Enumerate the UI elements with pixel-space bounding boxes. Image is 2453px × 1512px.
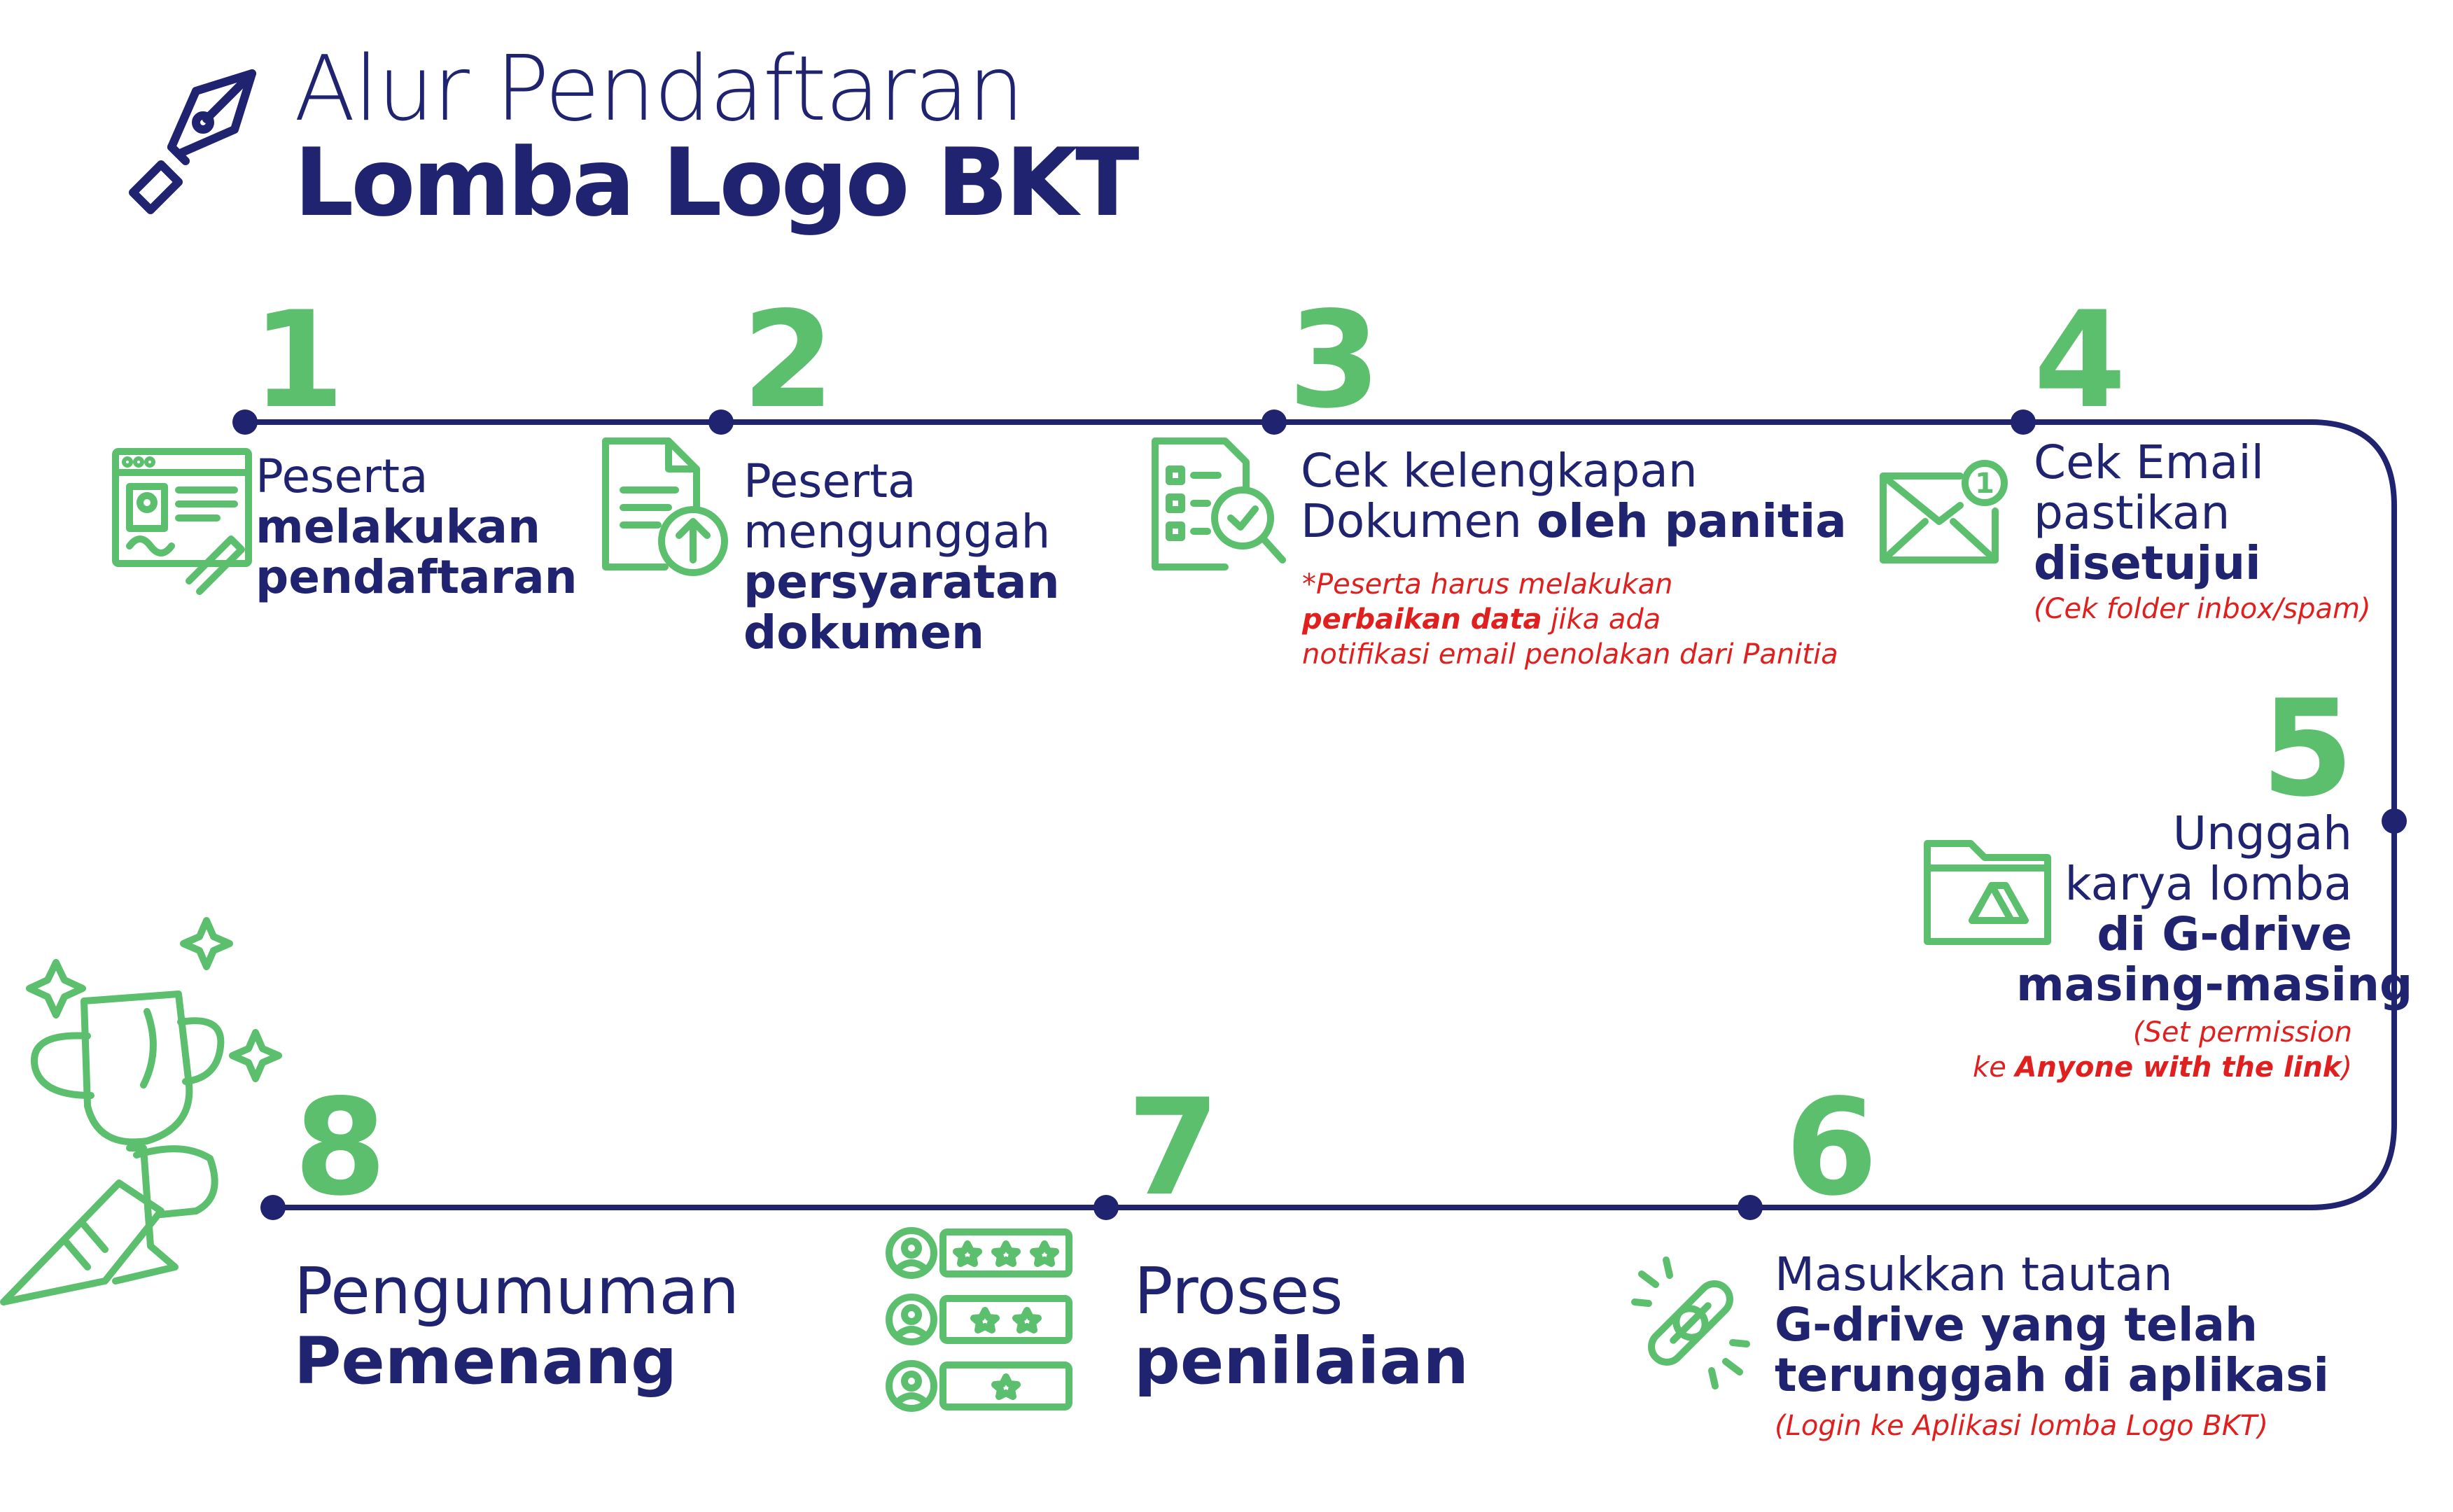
node-dot: [708, 410, 734, 435]
node-dot: [2011, 410, 2036, 435]
node-dot: [260, 1195, 286, 1220]
step-number-8: 8: [294, 1070, 387, 1225]
step-number-6: 6: [1785, 1070, 1878, 1225]
step-number-3: 3: [1288, 283, 1381, 438]
step-number-5: 5: [2261, 671, 2354, 826]
node-dot: [232, 410, 258, 435]
registration-form-icon: [112, 448, 252, 595]
trophy-icon: [0, 917, 282, 1306]
document-check-icon: [1152, 438, 1286, 570]
page-title-line1: Alur Pendaftaran: [294, 37, 1024, 141]
step-5-text: Unggah karya lomba di G-drive masing-mas…: [2016, 806, 2413, 1011]
node-dot: [1093, 1195, 1119, 1220]
step-number-4: 4: [2034, 283, 2127, 438]
step-8-text: Pengumuman Pemenang: [294, 1254, 740, 1399]
email-notification-icon: 1: [1880, 460, 2008, 564]
node-dot: [2382, 808, 2407, 834]
page-title-line2: Lomba Logo BKT: [294, 128, 1140, 237]
step-3-text: Cek kelengkapan Dokumen oleh panitia: [1301, 444, 1847, 548]
step-4-text: Cek Email pastikan disetujui: [2034, 435, 2265, 590]
step-1-text: Peserta melakukan pendaftaran: [256, 449, 578, 604]
rating-stars-icon: [886, 1227, 1072, 1412]
node-dot: [1738, 1195, 1763, 1220]
step-number-1: 1: [252, 283, 345, 438]
step-7-text: Proses penilaian: [1134, 1254, 1469, 1399]
node-dot: [1262, 410, 1287, 435]
step-5-note: (Set permission ke Anyone with the link): [1973, 1016, 2352, 1084]
gdrive-folder-icon: [1924, 840, 2051, 945]
step-6-text: Masukkan tautan G-drive yang telah terun…: [1775, 1247, 2330, 1402]
pen-nib-icon: [129, 69, 256, 214]
step-number-7: 7: [1127, 1070, 1220, 1225]
chain-link-icon: [1631, 1256, 1750, 1390]
document-upload-icon: [602, 438, 728, 576]
step-2-text: Peserta mengunggah persyaratan dokumen: [743, 454, 1060, 659]
step-6-note: (Login ke Aplikasi lomba Logo BKT): [1775, 1410, 2268, 1442]
step-number-2: 2: [742, 283, 835, 438]
step-4-note: (Cek folder inbox/spam): [2034, 593, 2371, 625]
step-3-note: *Peserta harus melakukan perbaikan data …: [1302, 568, 1838, 671]
svg-text:1: 1: [1975, 468, 1994, 500]
